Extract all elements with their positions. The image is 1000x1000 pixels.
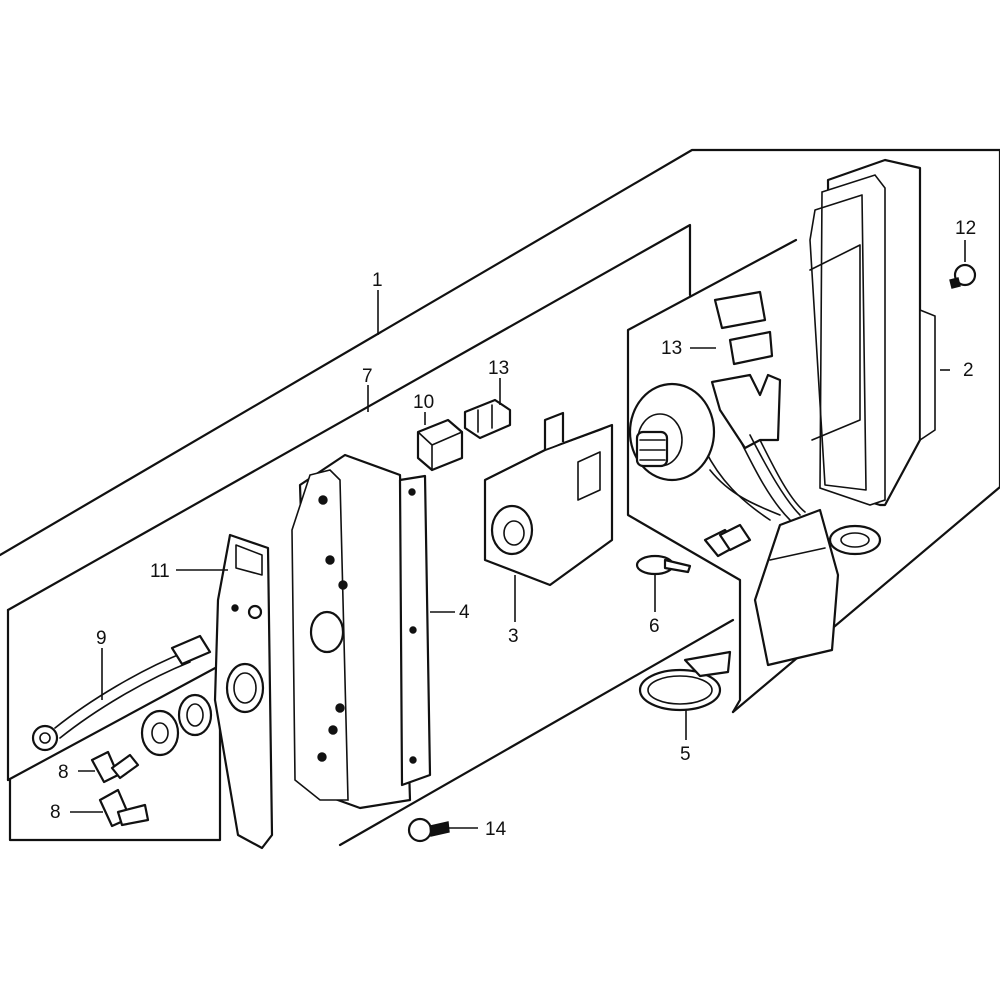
harness-boot (753, 508, 840, 667)
callout-8-upper: 8 (58, 762, 69, 783)
leader-lines (70, 240, 966, 829)
cable-9 (31, 634, 212, 752)
rear-housing (809, 158, 936, 507)
callout-13-upper: 13 (661, 338, 682, 359)
grommet (828, 524, 882, 556)
callout-3: 3 (508, 626, 519, 647)
label-plate-11 (213, 533, 274, 850)
callout-9: 9 (96, 628, 107, 649)
key-switch (628, 382, 716, 482)
block-10 (416, 418, 464, 472)
callout-2: 2 (963, 360, 974, 381)
nut-washer (140, 693, 213, 757)
callout-labels: 1 7 2 12 13 13 10 3 4 6 5 11 9 8 8 14 (50, 218, 976, 840)
callout-13: 13 (488, 358, 509, 379)
clamp-6 (635, 554, 692, 576)
screw-12 (949, 263, 977, 289)
callout-6: 6 (649, 616, 660, 637)
keys-8 (90, 750, 150, 828)
callout-14: 14 (485, 819, 507, 840)
callout-5: 5 (680, 744, 691, 765)
callout-10: 10 (413, 392, 434, 413)
bracket-3 (483, 411, 614, 587)
bolt-14 (407, 817, 450, 843)
assembly-outline-wiring (626, 238, 798, 714)
callout-1: 1 (372, 270, 383, 291)
callout-4: 4 (459, 602, 470, 623)
main-panel (291, 453, 432, 810)
fuse-13 (463, 398, 512, 440)
wiring-harness (703, 290, 806, 558)
callout-11: 11 (150, 561, 170, 582)
assembly-outline-7 (6, 223, 735, 847)
assembly-outline-1 (0, 148, 1000, 714)
callout-7: 7 (362, 366, 373, 387)
band-5 (638, 650, 732, 712)
callout-12: 12 (955, 218, 976, 239)
callout-8-lower: 8 (50, 802, 61, 823)
